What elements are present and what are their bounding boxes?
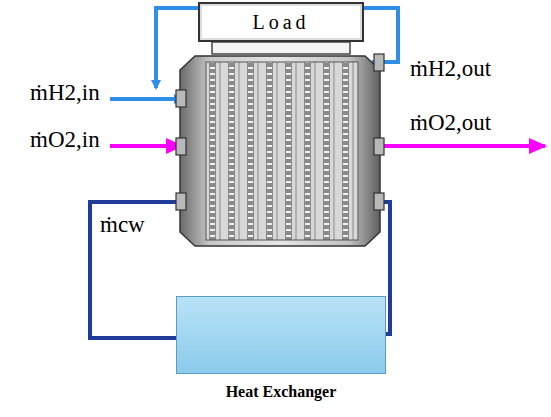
flow-label: ṁH2,out <box>410 56 491 82</box>
fuel-cell-stack <box>180 56 380 246</box>
flow-label: ṁO2,in <box>30 127 100 153</box>
oxygen-inlet-line <box>110 144 182 148</box>
cell-plates <box>206 62 358 240</box>
heat-exchanger-box: Heat Exchanger <box>176 296 386 374</box>
load-terminal-plate <box>212 42 350 54</box>
flow-label: ṁcw <box>100 212 145 238</box>
hydrogen-inlet-line <box>110 97 182 101</box>
node-text: Load <box>252 11 309 34</box>
flow-label: ṁH2,in <box>30 80 100 106</box>
flow-label: ṁO2,out <box>410 110 491 136</box>
node-text: Heat Exchanger <box>226 383 337 401</box>
stack-ports <box>176 54 384 210</box>
oxygen-outlet-line <box>378 144 545 148</box>
load-box: Load <box>198 2 364 42</box>
